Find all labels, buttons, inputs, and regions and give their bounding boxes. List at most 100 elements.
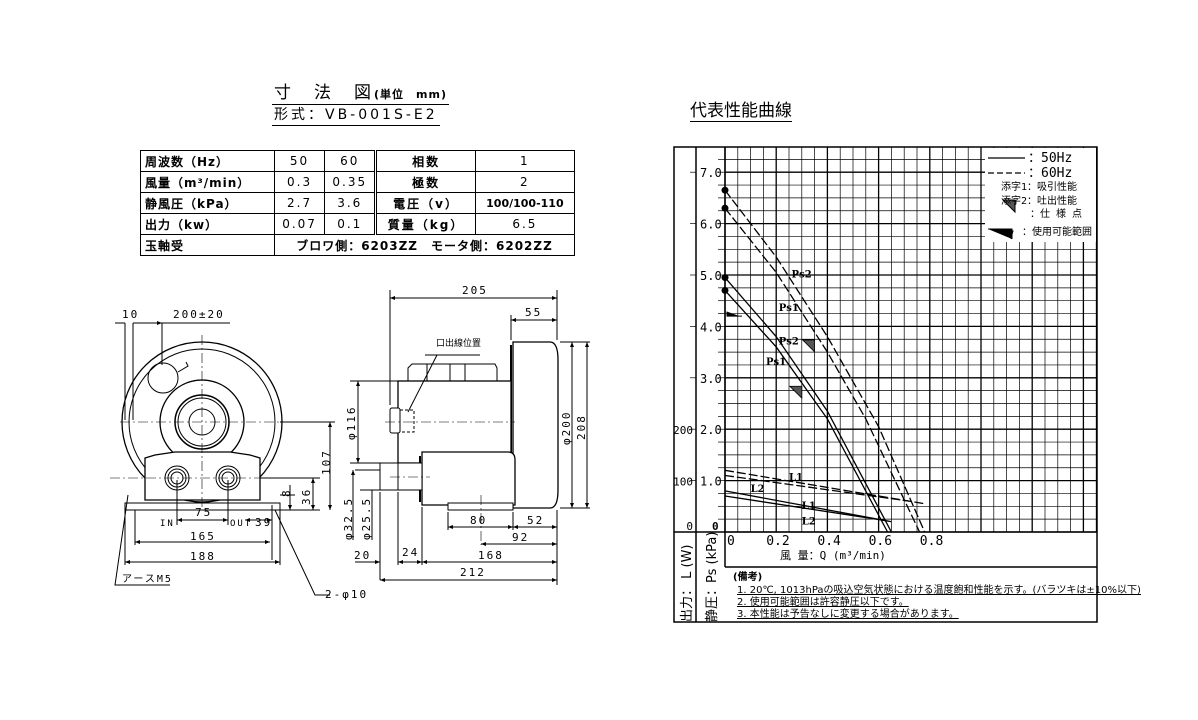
- series-label: Ps2: [792, 270, 812, 281]
- note-3: 3. 本性能は予告なしに変更する場合があります。: [737, 607, 959, 620]
- series-label: L1: [802, 501, 816, 512]
- spec-label: 出力（kw）: [140, 213, 275, 235]
- chart-frame: [673, 146, 1098, 623]
- dim-52: 52: [527, 514, 544, 527]
- value-50hz: 2.7: [273, 192, 326, 214]
- dim-55: 55: [525, 306, 542, 319]
- lead-position-label: 口出線位置: [436, 337, 481, 349]
- y-axis-label: 静圧：Ps (kPa): [705, 532, 720, 622]
- series-line-l2: [724, 474, 910, 502]
- spec-point-marker: [788, 385, 803, 400]
- series-line-l2: [724, 495, 887, 522]
- dim-80: 80: [470, 514, 487, 527]
- legend-item: ：60Hz: [1028, 166, 1072, 181]
- x-tick-label: 0: [727, 534, 735, 549]
- x-axis-label: 風 量：Q (m³/min): [780, 549, 886, 562]
- y-tick-label: 7.0: [700, 166, 722, 180]
- spec-label-2: 相数: [374, 150, 476, 172]
- note-2: 2. 使用可能範囲は許容静圧以下です。: [737, 595, 909, 608]
- front-view: [110, 323, 335, 596]
- y-tick-label: 4.0: [700, 320, 722, 334]
- x-tick-label: 0.2: [766, 534, 789, 549]
- spec-label: 静風圧（kPa）: [140, 192, 275, 214]
- y2-axis-label: 出力： L (W): [680, 544, 695, 622]
- y-tick-label: 3.0: [700, 372, 722, 386]
- x-tick-label: 0.6: [869, 534, 892, 549]
- y-tick-label: 6.0: [700, 218, 722, 232]
- y2-tick-label: 100: [673, 476, 693, 489]
- start-point-marker: [721, 286, 729, 294]
- dim-36: 36: [300, 488, 313, 505]
- series-label: L2: [802, 516, 816, 527]
- x-tick-label: 0.4: [817, 534, 841, 549]
- usable-limit-marker: [726, 311, 742, 317]
- y-tick-label: 5.0: [700, 269, 722, 283]
- series-label: L2: [751, 484, 765, 495]
- dim-phi200: φ200: [560, 411, 573, 446]
- notes-title: (備考): [733, 570, 762, 583]
- dim-8: 8: [280, 488, 293, 497]
- holes-label: 2-φ10: [325, 588, 368, 601]
- series-line-ps2: [724, 189, 926, 533]
- series-label: L1: [789, 473, 803, 484]
- dim-92: 92: [512, 531, 529, 544]
- start-point-marker: [721, 274, 729, 282]
- dim-168: 168: [478, 549, 504, 562]
- dim-phi116: φ116: [345, 406, 358, 441]
- value-60hz: 0.1: [324, 213, 377, 235]
- bearing-label: 玉軸受: [140, 234, 275, 256]
- legend-usable-range-icon: [988, 228, 1014, 240]
- y-tick-label: 2.0: [700, 423, 722, 437]
- series-label: Ps1: [779, 303, 799, 314]
- series-line-l1: [724, 469, 925, 505]
- dim-200: 200±20: [173, 308, 225, 321]
- label-in: IN: [160, 519, 175, 529]
- title-text: 寸 法 図: [274, 83, 374, 103]
- dim-phi25-5: φ25.5: [360, 497, 373, 540]
- legend-item: ：50Hz: [1028, 151, 1072, 166]
- bearing-value: ブロワ側：6203ZZ モータ側：6202ZZ: [274, 234, 575, 256]
- dimension-drawing-title: 寸 法 図(単位 mm): [272, 78, 449, 105]
- y-tick-label: 1.0: [700, 475, 722, 489]
- legend-item: ：使用可能範囲: [1022, 225, 1092, 238]
- note-1: 1. 20℃, 1013hPaの吸込空気状態における温度飽和性能を示す。(バラツ…: [737, 583, 1141, 596]
- start-point-marker: [721, 204, 729, 212]
- y2-tick-label: 200: [673, 424, 693, 437]
- value-50hz: 0.3: [273, 171, 326, 193]
- chart-title: 代表性能曲線: [690, 96, 792, 122]
- legend-spec-point-icon: [1001, 199, 1016, 214]
- model-name: 形式：VB-001S-E2: [272, 104, 440, 126]
- legend-item: ：仕 様 点: [1030, 207, 1082, 220]
- dim-212: 212: [460, 566, 486, 579]
- series-label: Ps1: [766, 357, 786, 368]
- dim-188: 188: [190, 550, 216, 563]
- series-line-ps2: [724, 277, 892, 533]
- y-tick-label: 0: [712, 520, 719, 533]
- dim-20: 20: [354, 549, 371, 562]
- dim-24: 24: [402, 546, 419, 559]
- dim-165: 165: [190, 530, 216, 543]
- side-view: [350, 290, 590, 585]
- capacitor: [147, 362, 179, 394]
- legend-item: 添字2：吐出性能: [1001, 194, 1077, 207]
- series-line-ps1: [724, 207, 921, 533]
- dim-208: 208: [575, 414, 588, 440]
- label-out: OUT: [230, 519, 252, 529]
- value-60hz: 0.35: [324, 171, 377, 193]
- y2-tick-label: 0: [686, 520, 693, 533]
- spec-label-2: 電圧（v）: [374, 192, 476, 214]
- spec-point-marker: [801, 339, 815, 353]
- dim-phi32-5: φ32.5: [342, 497, 355, 540]
- dim-205: 205: [462, 284, 488, 297]
- series-line-ps1: [724, 289, 889, 533]
- dim-39: 39: [255, 516, 272, 529]
- dim-107: 107: [320, 449, 333, 475]
